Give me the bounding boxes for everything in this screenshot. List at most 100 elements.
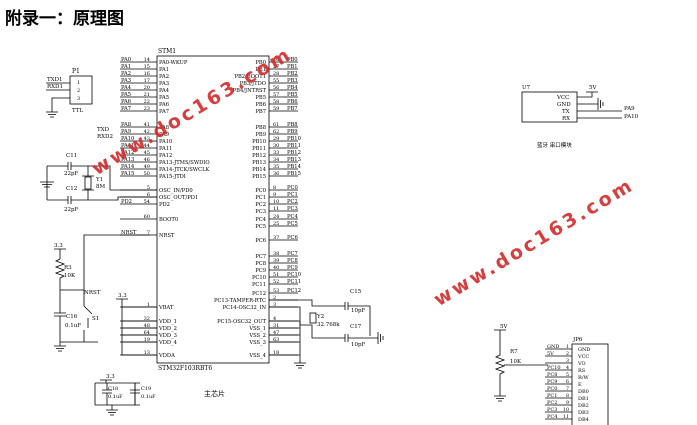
lcd-vcc: 5V (500, 324, 508, 330)
net-rxd2: RXD2 (97, 134, 113, 140)
c11-ref: C11 (66, 153, 77, 159)
lcd-pin-name: E (578, 382, 582, 388)
mcu-pin-name: PA0-WKUP (159, 60, 188, 66)
mcu-pin-name: PC0 (255, 188, 266, 194)
lcd-pin-name: VCC (577, 354, 589, 360)
mcu-pin-number: 11 (273, 206, 279, 212)
lcd-pin-name: VO (577, 361, 586, 367)
mcu-pin-number: 25 (273, 221, 279, 227)
mcu-pin-name: PA9 (159, 132, 169, 138)
mcu-net-label: PB14 (287, 164, 302, 170)
u7-pin-rx: RX (562, 116, 570, 122)
mcu-pin-name: PB7 (255, 109, 266, 115)
mcu-pin-number: 28 (273, 71, 279, 77)
mcu-pin-number: 15 (144, 64, 150, 70)
mcu-net-label: PC4 (287, 214, 298, 220)
mcu-net-label: PB5 (287, 92, 298, 98)
lcd-net: PC4 (547, 414, 557, 420)
mcu-pin-number: 27 (273, 64, 279, 70)
vss-ground (269, 320, 306, 369)
mcu-net-label: PC8 (287, 258, 298, 264)
lcd-pin-number: 9 (566, 400, 569, 406)
net-txd: TXD (97, 127, 110, 133)
mcu-net-label: PA12 (121, 150, 134, 156)
c16-value: 0.1uF (65, 323, 81, 329)
lcd-pin-name: DB1 (578, 396, 589, 402)
u7-pin-tx: TX (562, 109, 570, 115)
p1-pin-1: 1 (77, 80, 80, 86)
lcd-pin-number: 8 (566, 393, 569, 399)
mcu-pin-name: PC9 (255, 268, 266, 274)
mcu-net-label: PA3 (121, 78, 131, 84)
mcu-pin-number: 7 (147, 230, 150, 236)
mcu-net-label: PB15 (287, 171, 301, 177)
mcu-pin-name: PA14-JTCK/SWCLK (159, 167, 210, 173)
mcu-pin-name: PA4 (159, 88, 170, 94)
mcu-pin-name: PC14-OSC32_IN (223, 305, 267, 311)
mcu-pin-number: 45 (144, 150, 150, 156)
mcu-net-label: PA9 (121, 129, 131, 135)
mcu-pin-number: 21 (144, 92, 150, 98)
mcu-pin-number: 16 (144, 71, 150, 77)
mcu-pin-number: 47 (273, 330, 279, 336)
p1-body (69, 75, 93, 105)
mcu-pin-number: 18 (273, 350, 279, 356)
mcu-pin-number: 37 (273, 235, 279, 241)
mcu-pin-number: 51 (273, 272, 279, 278)
mcu-pin-name: PB10 (252, 139, 266, 145)
mcu-pin-name: PB0 (255, 60, 266, 66)
mcu-net-label: PB6 (287, 99, 298, 105)
mcu-pin-name: PA5 (159, 95, 169, 101)
lcd-net: PC9 (547, 379, 557, 385)
mcu-pin-name: PC15-OSC32_OUT (217, 319, 266, 325)
mcu-net-label: PB12 (287, 150, 301, 156)
reset-circuit: 3.3 R3 10K NRST C16 0.1uF S1 (54, 234, 150, 352)
rtc-crystal: Y2 32.768k C15 10pF C17 10pF (269, 289, 384, 348)
mcu-pin-number: 1 (147, 302, 150, 308)
lcd-pin-number: 7 (566, 386, 569, 392)
u7-ref: U7 (522, 85, 531, 91)
u7-bluetooth-module: U7 VCC GND TX RX 5V PA9 PA10 蓝牙 串口模块 (521, 85, 639, 149)
mcu-net-label: PC1 (287, 192, 298, 198)
mcu-pin-name: PA2 (159, 74, 169, 80)
mcu-pin-number: 10 (273, 199, 279, 205)
mcu-pin-number: 34 (273, 157, 279, 163)
u7-pin-gnd: GND (557, 102, 571, 108)
mcu-net-label: PB3 (287, 78, 298, 84)
reset-vcc: 3.3 (54, 243, 63, 249)
lcd-pin-number: 6 (566, 379, 569, 385)
mcu-net-label: PC3 (287, 206, 298, 212)
mcu-pin-name: PA7 (159, 109, 169, 115)
mcu-net-label: PA5 (121, 92, 131, 98)
mcu-pin-number: 58 (273, 99, 279, 105)
mcu-part: STM32F103RBT6 (158, 365, 212, 372)
mcu-pin-name: PA11 (159, 146, 172, 152)
lcd-net: PC3 (547, 407, 557, 413)
c15-ref: C15 (350, 289, 362, 295)
mcu-pin-number: 24 (273, 214, 279, 220)
mcu-pin-number: 63 (273, 337, 279, 343)
c15-value: 10pF (351, 308, 366, 314)
mcu-pin-number: 52 (273, 279, 279, 285)
mcu-net-label: PC7 (287, 251, 298, 257)
s1-ref: S1 (92, 316, 99, 322)
mcu-pin-name: PC13-TAMPER-RTC (214, 298, 266, 304)
mcu-pin-number: 36 (273, 171, 279, 177)
mcu-pin-number: 38 (273, 251, 279, 257)
mcu-pin-name: VBAT (158, 305, 174, 311)
mcu-net-label: PA1 (121, 64, 131, 70)
mcu-pin-name: PC10 (252, 275, 266, 281)
mcu-pin-name: PB12 (252, 153, 266, 159)
mcu-pin-number: 26 (273, 57, 279, 63)
mcu-pin-name: VDD_3 (158, 333, 177, 339)
mcu-pin-number: 14 (144, 57, 150, 63)
mcu-pin-number: 43 (144, 136, 150, 142)
mcu-pin-name: PC6 (255, 238, 266, 244)
c19-ref: C19 (141, 386, 151, 392)
mcu-pin-name: PB5 (255, 95, 266, 101)
mcu-pin-name: PB4/JNTRST (233, 88, 267, 94)
mcu-pin-number: 59 (273, 106, 279, 112)
y1-value: 8M (96, 184, 105, 190)
mcu-pin-name: PB1 (255, 67, 266, 73)
u7-caption: 蓝牙 串口模块 (537, 141, 572, 149)
